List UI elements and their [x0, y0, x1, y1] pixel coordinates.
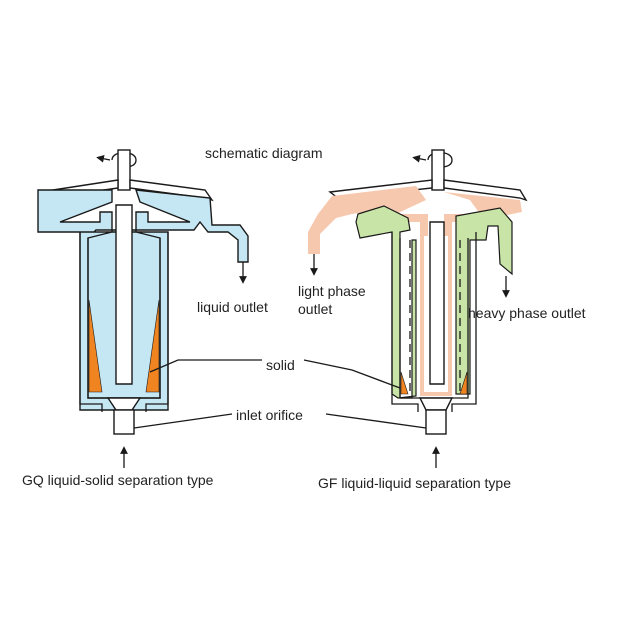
gq-spindle — [117, 149, 131, 191]
gf-spindle — [431, 149, 445, 191]
label-light-phase-line1: light phase — [298, 283, 366, 299]
caption-gf: GF liquid-liquid separation type — [318, 475, 511, 491]
gq-center-tube — [115, 204, 133, 385]
gf-solid-right — [459, 371, 468, 395]
leader-inlet-left — [133, 413, 233, 429]
leader-solid-right — [303, 359, 401, 389]
label-heavy-phase-outlet: heavy phase outlet — [468, 305, 586, 321]
caption-gq: GQ liquid-solid separation type — [22, 472, 214, 488]
gq-inlet-orifice — [113, 409, 135, 435]
leader-inlet-right — [325, 413, 427, 429]
gf-light-phase-channel — [308, 186, 522, 396]
label-inlet-orifice: inlet orifice — [236, 407, 303, 423]
gq-separator — [37, 149, 249, 468]
label-solid: solid — [266, 357, 295, 373]
label-liquid-outlet: liquid outlet — [197, 299, 268, 315]
gf-separator — [308, 149, 528, 468]
gf-heavy-phase-channel — [355, 205, 513, 399]
gq-solid-left — [88, 299, 103, 393]
gf-inlet-orifice — [425, 409, 447, 435]
label-light-phase-line2: outlet — [298, 301, 332, 317]
gf-center-tube — [429, 221, 445, 385]
gf-solid-left — [400, 371, 409, 395]
diagram-title: schematic diagram — [205, 145, 323, 161]
leader-solid-left — [149, 359, 262, 373]
